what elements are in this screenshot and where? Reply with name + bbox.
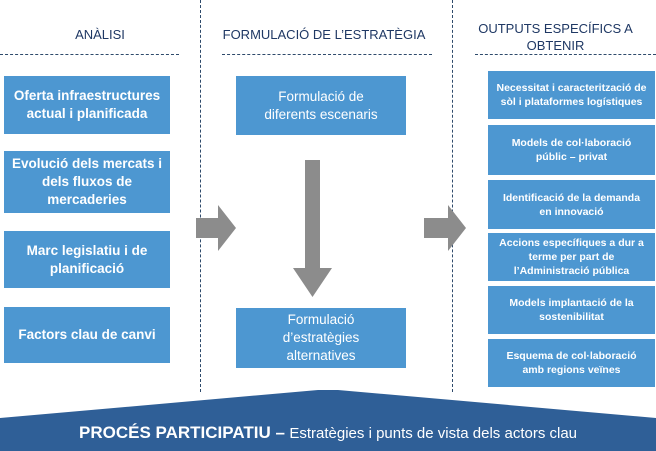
output-box-line: l’Administració pública [513, 265, 630, 277]
output-box-regions: Esquema de col·laboració amb regions veï… [488, 339, 655, 387]
banner-roof-shape [0, 390, 656, 418]
strategy-box-line: Formulació de [278, 88, 364, 104]
output-box-collaboration: Models de col·laboració públic – privat [488, 125, 655, 175]
strategy-box-line: d’estratègies [282, 330, 360, 345]
arrow-down-icon [293, 160, 332, 297]
output-box-line: en innovació [539, 205, 604, 218]
participative-process-banner [0, 418, 656, 451]
arrow-right-strategy-icon [424, 205, 466, 251]
analysis-box-line: dels fluxos de [41, 174, 133, 189]
analysis-box-markets: Evolució dels mercats i dels fluxos de m… [4, 151, 170, 213]
arrow-right-analysis-icon [196, 205, 236, 251]
separator-2 [452, 0, 453, 392]
analysis-box-line: actual i planificada [26, 106, 148, 121]
output-box-line: Esquema de col·laboració [506, 350, 637, 362]
banner-title: PROCÉS PARTICIPATIU – [78, 423, 285, 442]
output-box-line: Accions específiques a dur a [499, 237, 644, 249]
output-box-line: amb regions veïnes [522, 364, 621, 376]
strategy-box-alternatives: Formulació d’estratègies alternatives [236, 308, 406, 368]
analysis-box-line: Marc legislatiu i de [26, 242, 148, 258]
header-outputs-line1: OUTPUTS ESPECÍFICS A [478, 21, 633, 36]
analysis-box-line: mercaderies [47, 192, 127, 207]
output-box-line: Necessitat i caracterització de [496, 82, 647, 94]
output-box-sustainability: Models implantació de la sostenibilitat [488, 286, 655, 334]
output-box-line: públic – privat [535, 151, 608, 163]
analysis-box-line: Factors clau de canvi [18, 327, 156, 342]
header-rule-right [475, 54, 656, 55]
output-box-line: Models de col·laboració [511, 137, 632, 149]
analysis-box-legislation: Marc legislatiu i de planificació [4, 231, 170, 288]
strategy-box-line: diferents escenaris [264, 106, 378, 122]
output-box-line: terme per part de [528, 251, 615, 263]
analysis-box-line: Evolució dels mercats i [11, 156, 163, 171]
header-strategy: FORMULACIÓ DE L’ESTRATÈGIA [222, 27, 426, 42]
header-analysis: ANÀLISI [75, 27, 125, 42]
analysis-box-factors: Factors clau de canvi [4, 307, 170, 363]
header-rule-mid [222, 54, 432, 55]
banner-text: PROCÉS PARTICIPATIU – Estratègies i punt… [0, 423, 656, 443]
header-outputs-line2: OBTENIR [526, 38, 585, 53]
output-box-line: Identificació de la demanda [502, 191, 641, 204]
output-box-line: sostenibilitat [539, 311, 604, 323]
banner-subtitle: Estratègies i punts de vista dels actors… [289, 425, 578, 442]
output-box-land: Necessitat i caracterització de sòl i pl… [488, 71, 655, 119]
header-outputs: OUTPUTS ESPECÍFICS A OBTENIR [455, 20, 656, 54]
analysis-box-infrastructure: Oferta infraestructures actual i planifi… [4, 76, 170, 134]
output-box-innovation: Identificació de la demanda en innovació [488, 180, 655, 229]
output-box-line: sòl i plataformes logístiques [500, 96, 643, 108]
strategy-box-line: Formulació [287, 312, 355, 327]
header-rule-left [0, 54, 179, 55]
output-box-line: Models implantació de la [509, 297, 634, 309]
output-box-actions: Accions específiques a dur a terme per p… [488, 233, 655, 281]
strategy-box-line: alternatives [286, 348, 356, 363]
analysis-box-line: planificació [49, 260, 125, 276]
strategy-box-scenarios: Formulació de diferents escenaris [236, 76, 406, 135]
analysis-box-line: Oferta infraestructures [13, 88, 161, 103]
separator-1 [200, 0, 201, 392]
